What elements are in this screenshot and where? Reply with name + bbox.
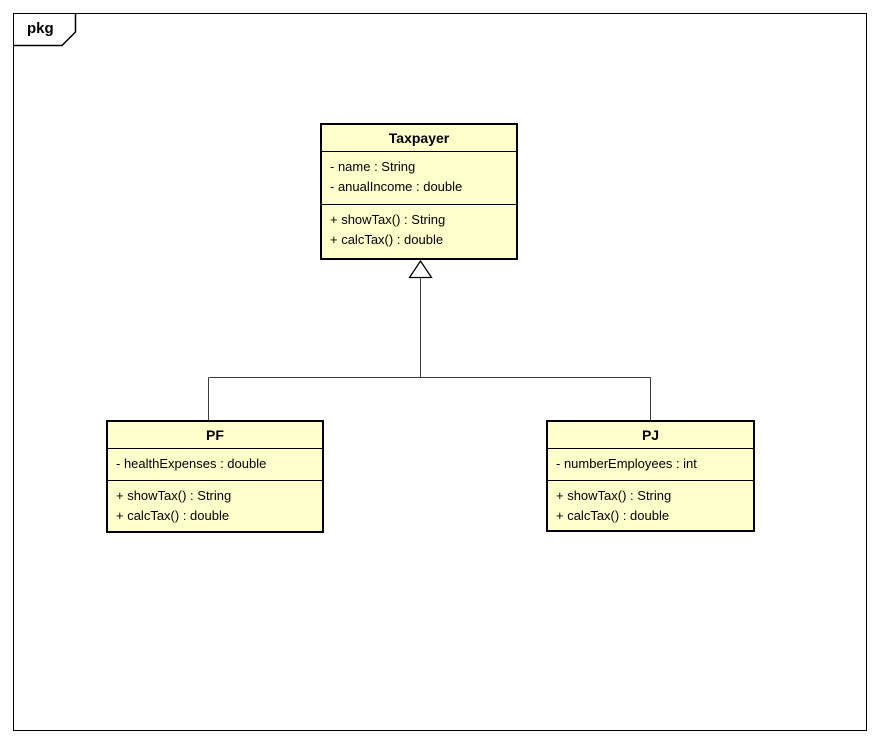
class-name-pf: PF <box>108 422 322 449</box>
method-item: + showTax() : String <box>556 488 672 503</box>
attributes-compartment-pf: - healthExpenses : double <box>108 449 322 481</box>
uml-class-taxpayer: Taxpayer - name : String - anualIncome :… <box>320 123 518 260</box>
method-item: + showTax() : String <box>330 212 446 227</box>
package-label: pkg <box>27 20 54 37</box>
attribute-item: - healthExpenses : double <box>116 456 267 471</box>
methods-compartment-pj: + showTax() : String + calcTax() : doubl… <box>548 481 753 530</box>
method-item: + calcTax() : double <box>116 508 230 523</box>
methods-compartment-taxpayer: + showTax() : String + calcTax() : doubl… <box>322 205 516 258</box>
attributes-compartment-pj: - numberEmployees : int <box>548 449 753 481</box>
uml-class-pj: PJ - numberEmployees : int + showTax() :… <box>546 420 755 532</box>
method-item: + showTax() : String <box>116 488 232 503</box>
method-item: + calcTax() : double <box>556 508 670 523</box>
class-name-pj: PJ <box>548 422 753 449</box>
class-name-taxpayer: Taxpayer <box>322 125 516 152</box>
method-item: + calcTax() : double <box>330 232 444 247</box>
package-frame <box>13 13 867 731</box>
attribute-item: - anualIncome : double <box>330 179 463 194</box>
methods-compartment-pf: + showTax() : String + calcTax() : doubl… <box>108 481 322 531</box>
attribute-item: - name : String <box>330 159 416 174</box>
attributes-compartment-taxpayer: - name : String - anualIncome : double <box>322 152 516 205</box>
uml-class-pf: PF - healthExpenses : double + showTax()… <box>106 420 324 533</box>
attribute-item: - numberEmployees : int <box>556 456 697 471</box>
